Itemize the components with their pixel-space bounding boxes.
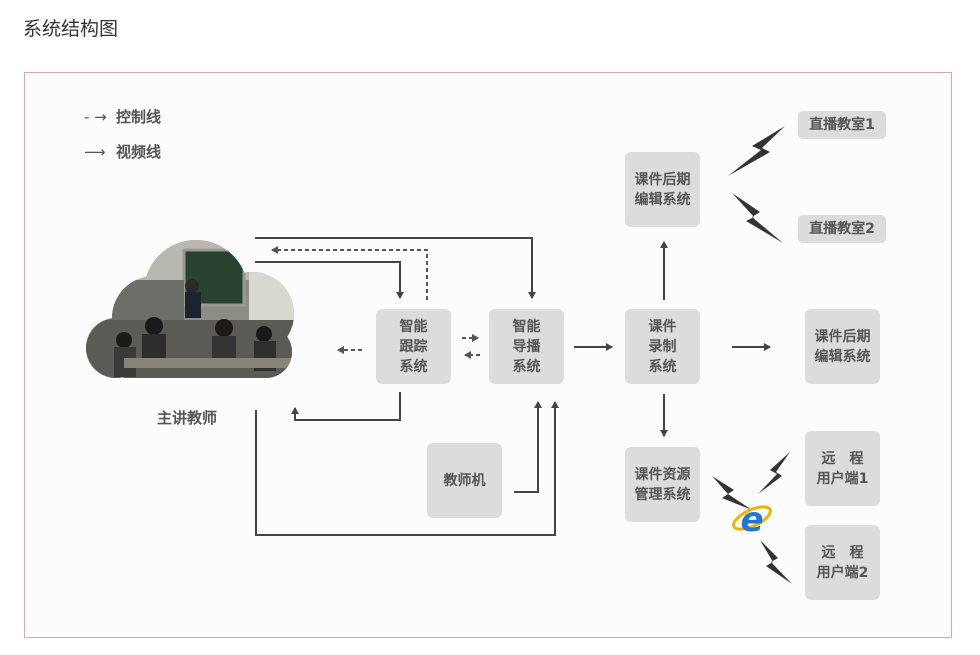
teacher-label: 主讲教师 [157, 409, 218, 427]
video-line-teacher-to-directing [255, 237, 536, 299]
video-line-teacher-loop-to-directing [255, 401, 559, 536]
lightning-icon-live2 [732, 193, 783, 243]
teacher-classroom-photo [86, 240, 294, 378]
video-line-pc-to-directing [514, 401, 542, 493]
page-title: 系统结构图 [23, 18, 119, 40]
lightning-icon-remote2 [760, 540, 792, 584]
directing-system-node: 智能 导播 系统 [489, 309, 564, 384]
svg-text:e: e [740, 500, 763, 540]
lightning-icon-resource [712, 476, 752, 510]
lightning-icon-remote1 [758, 452, 790, 494]
solid-arrow-icon: ⟶ [84, 143, 106, 161]
recording-system-node: 课件 录制 系统 [625, 309, 700, 384]
video-line-tracking-to-teacher [291, 392, 401, 421]
legend-control-line: - → 控制线 [84, 106, 161, 127]
resource-mgmt-node: 课件资源 管理系统 [625, 447, 700, 522]
legend-video-label: 视频线 [116, 143, 162, 161]
tracking-system-node: 智能 跟踪 系统 [376, 309, 451, 384]
remote-user-2-node: 远 程 用户端2 [805, 525, 880, 600]
legend-video-line: ⟶ 视频线 [84, 141, 161, 162]
dashed-arrow-icon: - → [84, 108, 107, 126]
lightning-icon-live1 [728, 126, 785, 176]
control-line-tracking-to-teacher [271, 246, 428, 300]
post-edit-right-node: 课件后期 编辑系统 [805, 309, 880, 384]
legend-control-label: 控制线 [116, 108, 162, 126]
teacher-pc-node: 教师机 [427, 443, 502, 518]
post-edit-top-node: 课件后期 编辑系统 [625, 152, 700, 227]
browser-e-icon: e [732, 500, 772, 540]
video-line-teacher-to-tracking [255, 261, 404, 299]
remote-user-1-node: 远 程 用户端1 [805, 431, 880, 506]
live-room-2-node: 直播教室2 [798, 215, 886, 243]
live-room-1-node: 直播教室1 [798, 111, 886, 139]
